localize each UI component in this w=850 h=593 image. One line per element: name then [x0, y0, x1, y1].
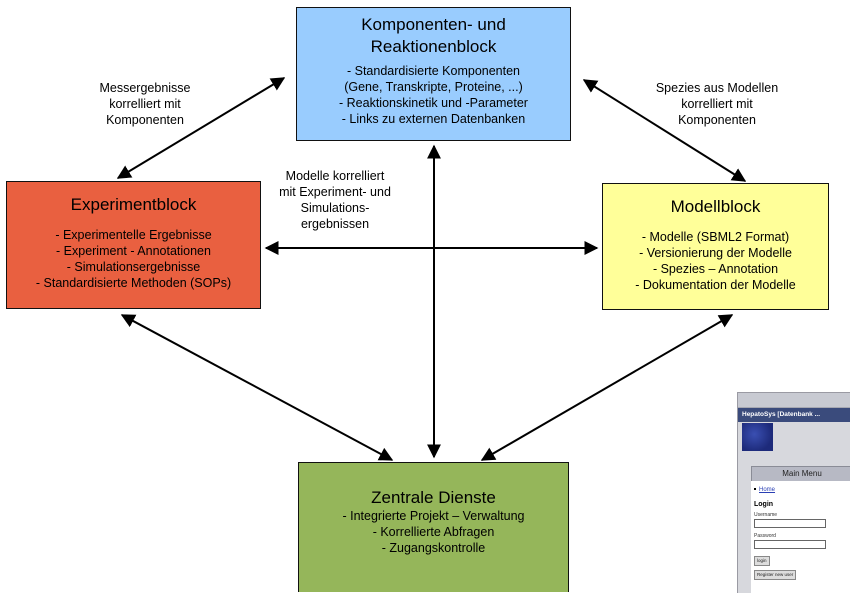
label-line: mit Experiment- und [279, 185, 391, 199]
arrow-right-bottom [480, 314, 734, 461]
block-item-list: - Standardisierte Komponenten (Gene, Tra… [297, 63, 570, 127]
block-title-line-2: Reaktionenblock [370, 37, 497, 56]
login-panel: Home Login Username Password login Regis… [751, 481, 850, 593]
block-item: - Reaktionskinetik und -Parameter [339, 96, 528, 110]
label-line: korrelliert mit [109, 97, 181, 111]
label-line: Modelle korrelliert [285, 169, 385, 183]
block-title: Experimentblock [70, 195, 197, 214]
login-heading: Login [754, 501, 774, 508]
label-line: ergebnissen [300, 217, 370, 231]
block-title-line-1: Komponenten- und [361, 15, 506, 34]
label-line: Komponenten [678, 113, 756, 127]
register-button[interactable]: Register new user [754, 570, 797, 580]
username-label: Username [754, 512, 778, 518]
block-item-list: - Integrierte Projekt – Verwaltung - Kor… [299, 508, 568, 556]
block-item: - Versionierung der Modelle [639, 246, 792, 260]
block-item-list: - Modelle (SBML2 Format) - Versionierung… [603, 229, 828, 293]
label-line: Spezies aus Modellen [655, 81, 779, 95]
bullet-icon [754, 488, 756, 490]
arrow-top-right [582, 79, 747, 182]
arrow-top-left [116, 77, 286, 179]
username-field[interactable] [754, 519, 826, 528]
browser-toolbar [738, 393, 850, 408]
arrow-left-bottom [120, 314, 394, 461]
edge-label-models: Modelle korrelliert mit Experiment- und … [266, 168, 404, 232]
database-screenshot-thumbnail: HepatoSys [Datenbank ... Main Menu Home … [737, 392, 850, 593]
block-item: - Experimentelle Ergebnisse [55, 228, 212, 242]
password-label: Password [754, 533, 776, 539]
block-item: (Gene, Transkripte, Proteine, ...) [344, 80, 523, 94]
component-reaction-block: Komponenten- und Reaktionenblock - Stand… [296, 7, 571, 141]
label-line: Komponenten [106, 113, 184, 127]
main-menu-header: Main Menu [751, 466, 850, 482]
password-field[interactable] [754, 540, 826, 549]
label-line: korrelliert mit [681, 97, 753, 111]
block-item: - Spezies – Annotation [652, 262, 779, 276]
home-link[interactable]: Home [759, 487, 776, 493]
block-title: Zentrale Dienste [371, 488, 496, 507]
block-item: - Modelle (SBML2 Format) [641, 230, 790, 244]
block-item-list: - Experimentelle Ergebnisse - Experiment… [7, 227, 260, 291]
block-item: - Experiment - Annotationen [56, 244, 211, 258]
block-item: - Standardisierte Komponenten [346, 64, 521, 78]
login-button[interactable]: login [754, 556, 770, 566]
block-item: - Dokumentation der Modelle [635, 278, 796, 292]
globe-logo-icon [742, 423, 773, 451]
window-title: HepatoSys [Datenbank ... [738, 408, 850, 422]
block-item: - Links zu externen Datenbanken [341, 112, 526, 126]
edge-label-measurements: Messergebnisse korrelliert mit Komponent… [80, 80, 210, 128]
model-block: Modellblock - Modelle (SBML2 Format) - V… [602, 183, 829, 310]
block-item: - Standardisierte Methoden (SOPs) [35, 276, 232, 290]
block-item: - Korrellierte Abfragen [372, 525, 495, 539]
block-item: - Simulationsergebnisse [66, 260, 201, 274]
label-line: Simulations- [300, 201, 370, 215]
block-item: - Integrierte Projekt – Verwaltung [342, 509, 525, 523]
block-item: - Zugangskontrolle [381, 541, 486, 555]
label-line: Messergebnisse [99, 81, 191, 95]
block-title: Modellblock [670, 197, 761, 216]
central-services-block: Zentrale Dienste - Integrierte Projekt –… [298, 462, 569, 592]
edge-label-species: Spezies aus Modellen korrelliert mit Kom… [632, 80, 802, 128]
experiment-block: Experimentblock - Experimentelle Ergebni… [6, 181, 261, 309]
